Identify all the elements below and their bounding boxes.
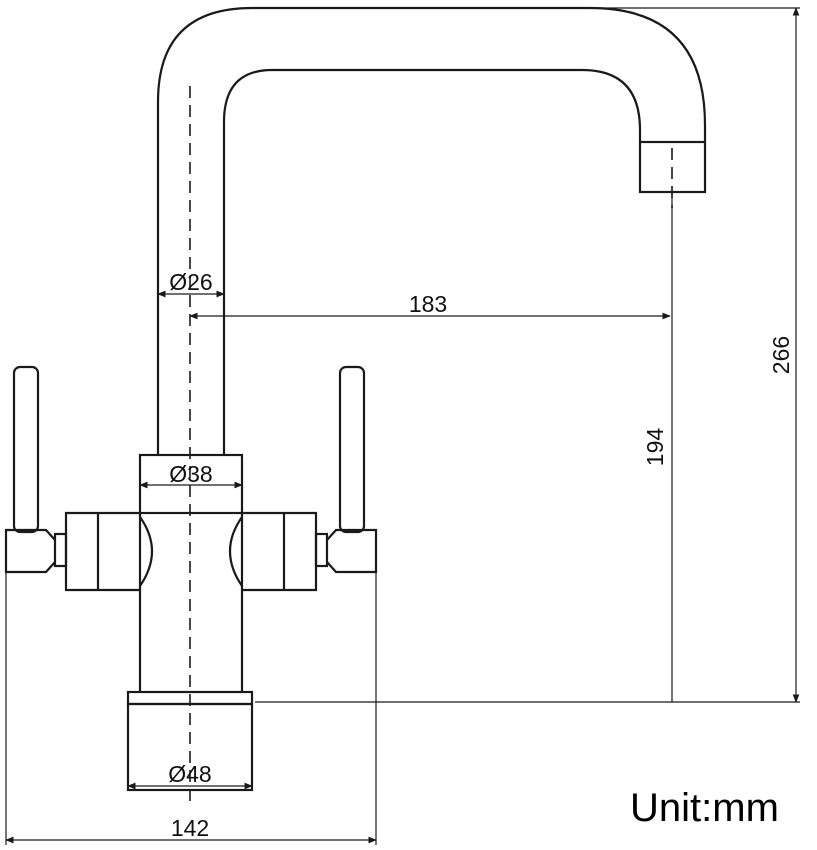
unit-label: Unit:mm [630,786,779,830]
total-height-label: 266 [768,336,794,374]
dimension-reach: 183 [189,291,671,320]
reach-label: 183 [409,291,447,317]
dimension-total-height: 266 [590,7,800,703]
spout-height-label: 194 [642,428,668,467]
dimension-body-diameter: Ø38 [139,461,243,489]
faucet-spout [156,6,707,455]
base-diameter-label: Ø48 [168,761,211,787]
center-lines [189,86,673,805]
total-width-label: 142 [171,815,209,841]
dimension-base-diameter: Ø48 [127,761,253,790]
dimension-spout-height: 194 [255,192,800,703]
body-diameter-label: Ø38 [169,461,212,487]
right-handle [229,365,378,592]
left-handle [4,365,153,592]
spout-diameter-label: Ø26 [169,269,212,295]
dimension-total-width: 142 [5,572,377,845]
dimension-spout-diameter: Ø26 [157,269,225,298]
